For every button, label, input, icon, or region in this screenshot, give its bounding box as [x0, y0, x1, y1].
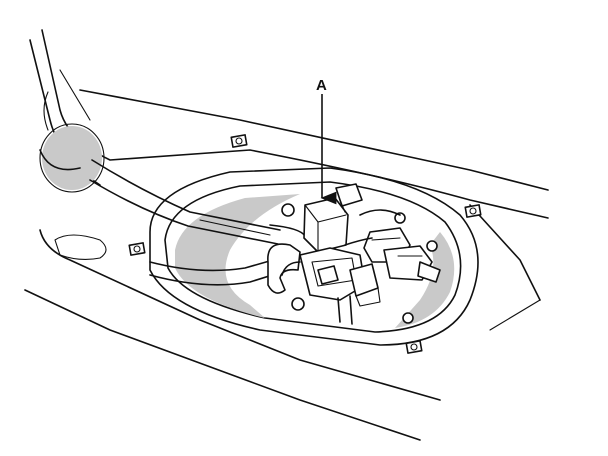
callout-a-label: A — [316, 77, 327, 94]
bolt-left — [128, 242, 146, 256]
bolt-right — [464, 204, 482, 218]
seat-mount — [39, 123, 107, 261]
bolt-bottom — [405, 340, 423, 354]
bolt-top-left — [230, 134, 248, 148]
callout-a: A — [316, 77, 337, 205]
mounting-bolts — [128, 134, 482, 354]
access-hole — [149, 167, 479, 346]
wiring-harness — [89, 159, 306, 286]
floor-panel — [24, 29, 549, 441]
